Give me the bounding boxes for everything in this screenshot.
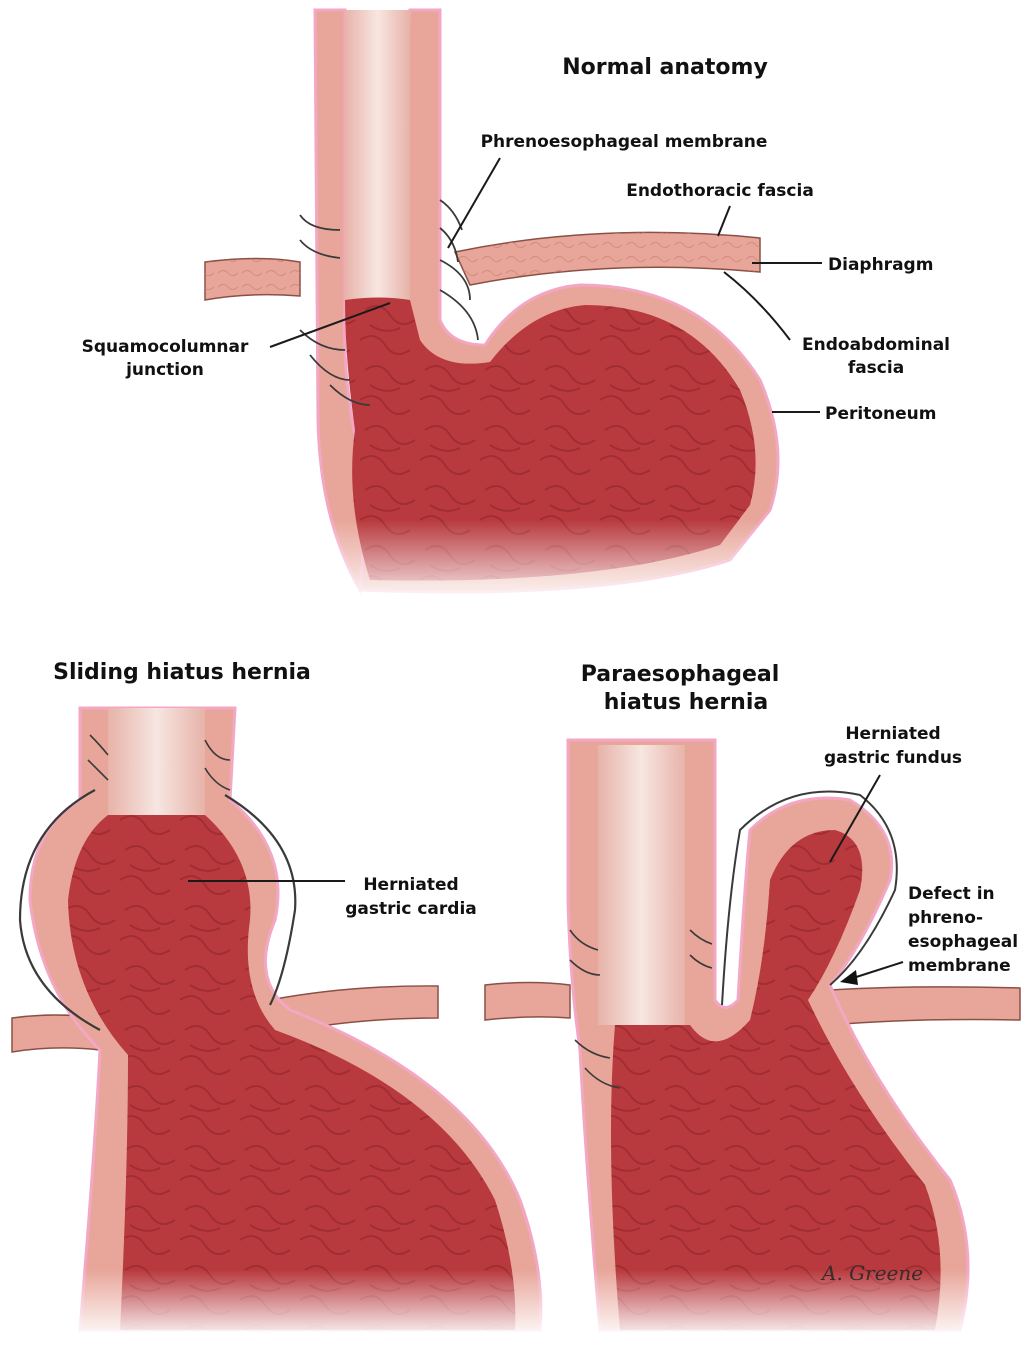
label-squamocolumnar-line1: Squamocolumnar	[82, 337, 249, 357]
label-herniated-cardia-line1: Herniated	[363, 875, 458, 895]
leader-endothoracic	[718, 206, 730, 236]
diaphragm-right-para	[830, 987, 1020, 1025]
label-defect-line4: membrane	[908, 956, 1011, 976]
diaphragm-left-para	[485, 983, 570, 1021]
label-endothoracic-fascia: Endothoracic fascia	[626, 181, 814, 201]
title-para-line1: Paraesophageal	[581, 662, 780, 687]
label-endoabdominal-line1: Endoabdominal	[802, 335, 950, 355]
label-defect-line3: esophageal	[908, 932, 1018, 952]
title-sliding-hernia: Sliding hiatus hernia	[53, 660, 311, 685]
leader-defect	[850, 962, 903, 979]
label-herniated-cardia-line2: gastric cardia	[345, 899, 477, 919]
label-peritoneum: Peritoneum	[825, 404, 936, 424]
sliding-hernia-panel	[12, 708, 560, 1340]
paraesophageal-hernia-panel	[485, 740, 1020, 1340]
leader-endoabdominal	[724, 272, 790, 340]
label-herniated-fundus-line2: gastric fundus	[824, 748, 962, 768]
label-endoabdominal-line2: fascia	[848, 358, 904, 378]
title-para-line2: hiatus hernia	[604, 690, 768, 715]
artist-signature: A. Greene	[820, 1261, 923, 1285]
esophagus-lumen-para	[598, 745, 685, 1025]
normal-anatomy-panel	[205, 10, 800, 610]
label-defect-line2: phreno-	[908, 908, 983, 928]
esophagus-lumen-normal	[345, 10, 410, 310]
label-phrenoesophageal-membrane: Phrenoesophageal membrane	[481, 132, 768, 152]
title-normal-anatomy: Normal anatomy	[562, 55, 768, 80]
esophagus-lumen-sliding	[108, 708, 205, 818]
leader-phrenoesophageal	[448, 158, 500, 248]
label-squamocolumnar-line2: junction	[125, 360, 204, 380]
label-diaphragm: Diaphragm	[828, 255, 933, 275]
label-defect-line1: Defect in	[908, 884, 995, 904]
label-herniated-fundus-line1: Herniated	[845, 724, 940, 744]
